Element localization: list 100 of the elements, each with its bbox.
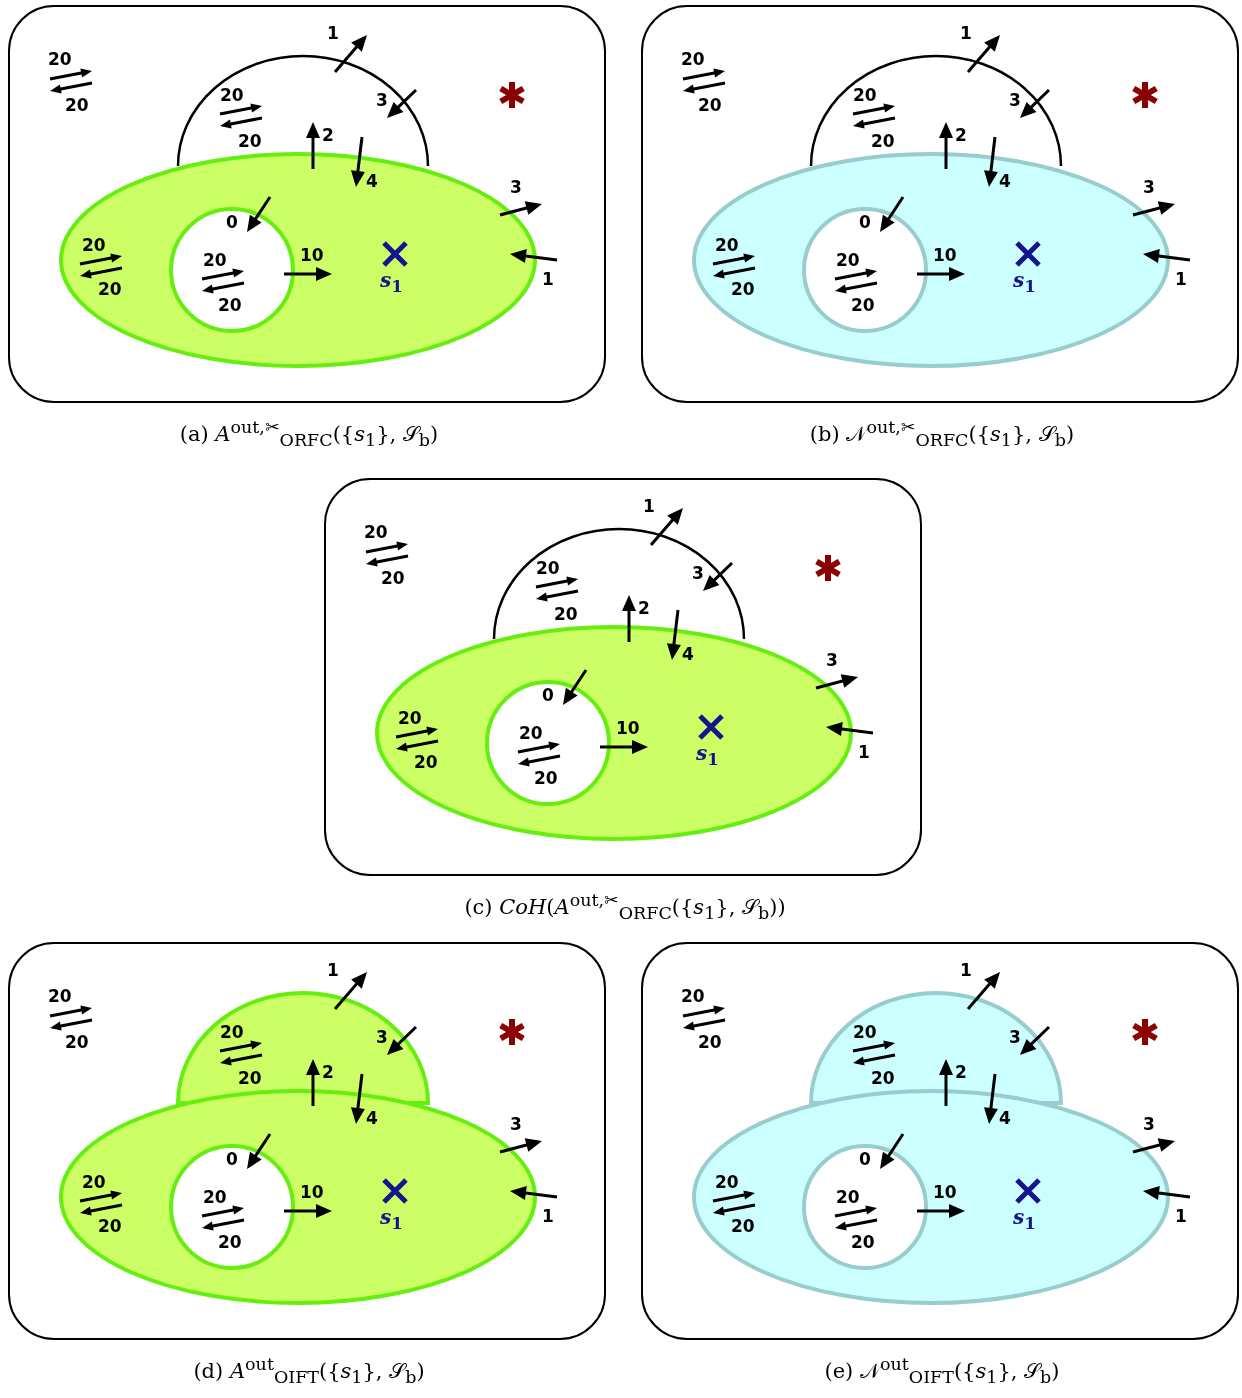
- subfigure-caption: (a) A$^{out,✂}$$_{ORFC}$({s$_{1}$}, 𝒮$_{b}$): [178, 416, 440, 453]
- arrow-value: 10: [616, 718, 640, 738]
- flow-value: 20: [681, 986, 705, 1006]
- arrow-value: 2: [322, 1062, 334, 1082]
- flow-value: 20: [218, 295, 242, 315]
- arrow-value: 3: [826, 650, 838, 670]
- subfigure-caption: (b) 𝒩$^{out,✂}$$_{ORFC}$({s$_{1}$}, 𝒮$_{b}$): [808, 416, 1076, 453]
- flow-value: 20: [65, 95, 89, 115]
- flow-value: 20: [364, 522, 388, 542]
- dome-region: [809, 54, 1063, 166]
- dome-region: [176, 54, 430, 166]
- arrow-value: 1: [542, 269, 554, 289]
- subfigure-caption: (d) A$^{out}$$_{OIFT}$({s$_{1}$}, 𝒮$_{b}$): [192, 1353, 426, 1390]
- flow-value: 20: [836, 250, 860, 270]
- arrow-value: 3: [510, 1114, 522, 1134]
- flow-value: 20: [82, 235, 106, 255]
- flow-value: 20: [414, 752, 438, 772]
- flow-value: 20: [871, 131, 895, 151]
- flow-value: 20: [238, 1068, 262, 1088]
- arrow-value: 1: [960, 960, 972, 980]
- flow-value: 20: [398, 708, 422, 728]
- arrow-value: 0: [859, 212, 871, 232]
- flow-value: 20: [203, 250, 227, 270]
- arrow-value: 4: [366, 171, 378, 191]
- arrow-value: 10: [933, 245, 957, 265]
- subfigure-caption: (c) CoH(A$^{out,✂}$$_{ORFC}$({s$_{1}$}, 𝒮$_{b}$)): [463, 889, 787, 926]
- flow-value: 20: [554, 604, 578, 624]
- arrow-value: 1: [960, 23, 972, 43]
- flow-value: 20: [98, 279, 122, 299]
- flow-value: 20: [220, 1022, 244, 1042]
- arrow-value: 2: [955, 1062, 967, 1082]
- flow-value: 20: [48, 49, 72, 69]
- flow-value: 20: [82, 1172, 106, 1192]
- arrow-value: 1: [1175, 269, 1187, 289]
- arrow-value: 4: [999, 1108, 1011, 1128]
- arrow-value: 1: [1175, 1206, 1187, 1226]
- flow-value: 20: [98, 1216, 122, 1236]
- flow-value: 20: [698, 95, 722, 115]
- arrow-value: 3: [1143, 1114, 1155, 1134]
- flow-value: 20: [534, 768, 558, 788]
- arrow-value: 1: [327, 23, 339, 43]
- flow-value: 20: [381, 568, 405, 588]
- flow-value: 20: [715, 1172, 739, 1192]
- arrow-value: 1: [542, 1206, 554, 1226]
- point-label: s$_{1}$: [380, 269, 403, 297]
- arrow-value: 3: [510, 177, 522, 197]
- arrow-value: 10: [300, 1182, 324, 1202]
- arrow-value: 10: [933, 1182, 957, 1202]
- arrow-value: 0: [226, 1149, 238, 1169]
- arrow-value: 3: [376, 1027, 388, 1047]
- flow-value: 20: [853, 85, 877, 105]
- arrow-value: 0: [542, 685, 554, 705]
- arrow-value: 1: [858, 742, 870, 762]
- circle-region: [485, 680, 611, 806]
- flow-value: 20: [681, 49, 705, 69]
- point-label: s$_{1}$: [380, 1206, 403, 1234]
- arrow-value: 0: [226, 212, 238, 232]
- arrow-value: 1: [327, 960, 339, 980]
- arrow-value: 2: [322, 125, 334, 145]
- subfigure-caption: (e) 𝒩$^{out}$$_{OIFT}$({s$_{1}$}, 𝒮$_{b}$): [823, 1353, 1061, 1390]
- flow-value: 20: [871, 1068, 895, 1088]
- flow-value: 20: [220, 85, 244, 105]
- flow-value: 20: [731, 1216, 755, 1236]
- circle-region: [802, 207, 928, 333]
- flow-value: 20: [218, 1232, 242, 1252]
- arrow-value: 4: [682, 644, 694, 664]
- point-label: s$_{1}$: [1013, 269, 1036, 297]
- flow-value: 20: [851, 1232, 875, 1252]
- flow-value: 20: [536, 558, 560, 578]
- dome-region: [492, 527, 746, 639]
- point-label: s$_{1}$: [1013, 1206, 1036, 1234]
- point-label: s$_{1}$: [696, 742, 719, 770]
- flow-value: 20: [698, 1032, 722, 1052]
- arrow-value: 0: [859, 1149, 871, 1169]
- flow-value: 20: [851, 295, 875, 315]
- arrow-value: 3: [1009, 90, 1021, 110]
- ellipse-region: [692, 152, 1170, 368]
- arrow-value: 3: [1143, 177, 1155, 197]
- arrow-value: 3: [692, 563, 704, 583]
- circle-region: [169, 207, 295, 333]
- arrow-value: 2: [638, 598, 650, 618]
- flow-value: 20: [519, 723, 543, 743]
- flow-value: 20: [731, 279, 755, 299]
- flow-value: 20: [203, 1187, 227, 1207]
- ellipse-region: [375, 625, 853, 841]
- ellipse-region: [59, 152, 537, 368]
- flow-value: 20: [715, 235, 739, 255]
- flow-value: 20: [65, 1032, 89, 1052]
- arrow-value: 3: [376, 90, 388, 110]
- arrow-value: 1: [643, 496, 655, 516]
- arrow-value: 4: [366, 1108, 378, 1128]
- circle-region: [802, 1144, 928, 1270]
- arrow-value: 2: [955, 125, 967, 145]
- flow-value: 20: [853, 1022, 877, 1042]
- arrow-value: 3: [1009, 1027, 1021, 1047]
- circle-region: [169, 1144, 295, 1270]
- arrow-value: 10: [300, 245, 324, 265]
- flow-value: 20: [48, 986, 72, 1006]
- flow-value: 20: [238, 131, 262, 151]
- arrow-value: 4: [999, 171, 1011, 191]
